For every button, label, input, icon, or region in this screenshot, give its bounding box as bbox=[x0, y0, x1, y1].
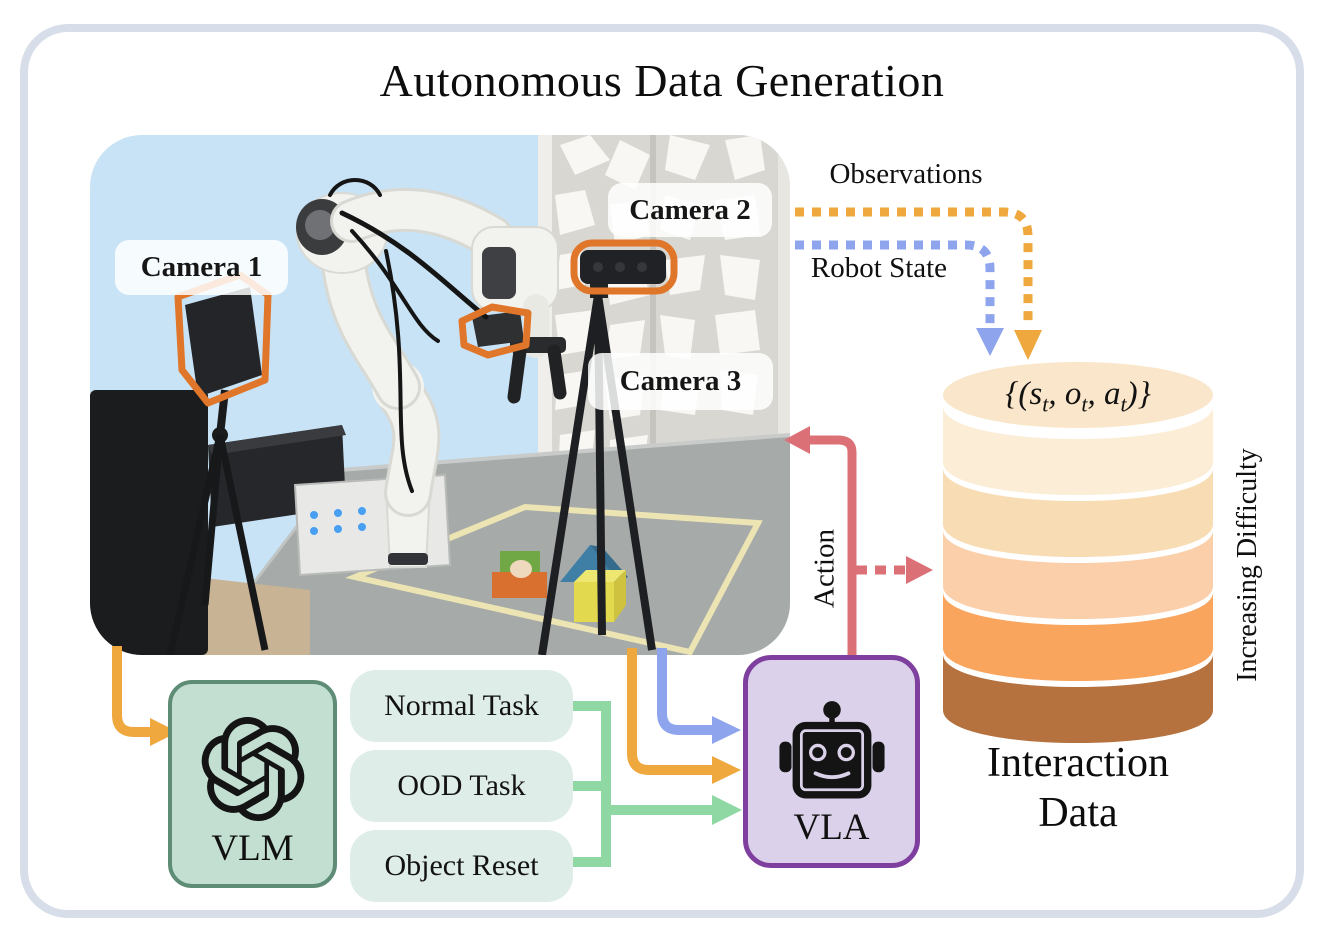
formula-sep1: , bbox=[1048, 376, 1065, 412]
task-object-reset-label: Object Reset bbox=[384, 849, 539, 882]
camera3-label: Camera 3 bbox=[588, 353, 773, 410]
task-normal-label: Normal Task bbox=[384, 689, 539, 722]
formula-close: )} bbox=[1126, 376, 1151, 412]
robot-arm bbox=[296, 178, 567, 568]
robot-state-label: Robot State bbox=[810, 252, 948, 284]
formula-sub-t3: t bbox=[1120, 391, 1127, 417]
increasing-difficulty-label: Increasing Difficulty bbox=[1232, 448, 1263, 682]
camera2-label-text: Camera 2 bbox=[629, 193, 751, 226]
formula-sub-t2: t bbox=[1081, 391, 1088, 417]
monitor bbox=[90, 390, 208, 655]
wrist-camera-highlight bbox=[458, 303, 532, 359]
action-label: Action bbox=[808, 529, 841, 608]
caption-line2: Data bbox=[1038, 790, 1118, 837]
observations-label: Observations bbox=[829, 158, 983, 190]
robot-icon bbox=[778, 701, 885, 799]
camera1-label-text: Camera 1 bbox=[140, 251, 263, 283]
vla-box: VLA bbox=[743, 655, 920, 868]
camera2-label: Camera 2 bbox=[608, 183, 772, 237]
data-tuple-formula: {(st, ot, at)} bbox=[958, 376, 1198, 418]
formula-sep2: , bbox=[1087, 376, 1104, 412]
camera2-highlight bbox=[570, 239, 678, 295]
camera3-label-text: Camera 3 bbox=[619, 365, 742, 397]
interaction-data-caption: Interaction Data bbox=[928, 738, 1228, 839]
formula-var-o: o bbox=[1064, 376, 1082, 412]
formula-sub-t1: t bbox=[1042, 391, 1049, 417]
camera1-label: Camera 1 bbox=[115, 240, 288, 295]
task-pill-object-reset: Object Reset bbox=[350, 830, 573, 902]
openai-logo-icon bbox=[201, 717, 304, 821]
vlm-box: VLM bbox=[168, 680, 337, 888]
caption-line1: Interaction bbox=[987, 740, 1169, 786]
camera1-tripod bbox=[166, 287, 269, 655]
vlm-label: VLM bbox=[211, 828, 294, 869]
vla-label: VLA bbox=[793, 807, 870, 848]
tape-workspace-square bbox=[345, 503, 763, 655]
formula-var-s: s bbox=[1029, 376, 1043, 412]
task-pill-normal: Normal Task bbox=[350, 670, 573, 742]
outer-frame bbox=[20, 24, 1304, 918]
formula-open: {( bbox=[1005, 376, 1030, 412]
task-ood-label: OOD Task bbox=[397, 769, 526, 802]
formula-var-a: a bbox=[1103, 376, 1121, 412]
figure-title: Autonomous Data Generation bbox=[379, 55, 945, 106]
task-pill-ood: OOD Task bbox=[350, 750, 573, 822]
